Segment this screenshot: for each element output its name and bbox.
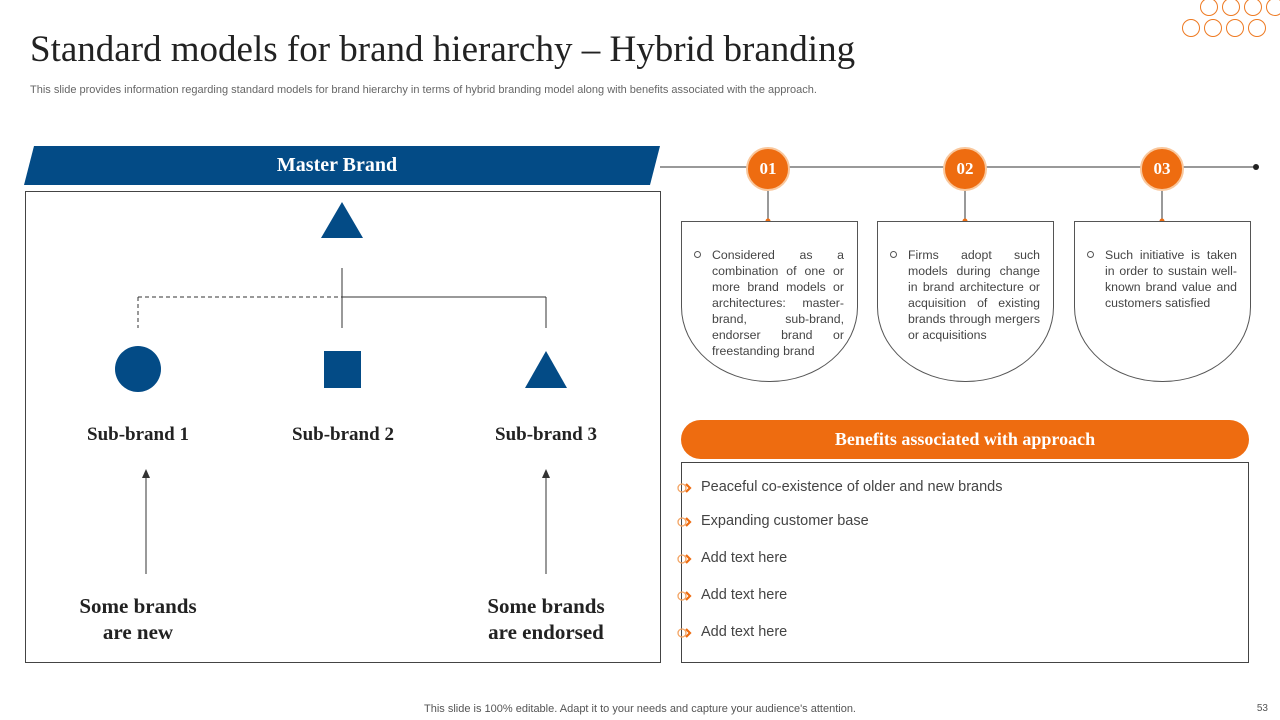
sub-brand-2-label: Sub-brand 2	[292, 424, 394, 445]
step-01-text: Considered as a combination of one or mo…	[712, 248, 844, 358]
note-line: Some brands	[79, 594, 197, 618]
chevron-right-icon	[677, 517, 692, 527]
note-endorsed-brands: Some brands are endorsed	[451, 593, 641, 645]
step-03-text: Such initiative is taken in order to sus…	[1105, 248, 1237, 310]
slide-subtitle: This slide provides information regardin…	[30, 84, 817, 96]
master-brand-triangle-icon	[321, 202, 363, 238]
note-line: are endorsed	[488, 620, 604, 644]
chevron-right-icon	[677, 628, 692, 638]
step-03-badge: 03	[1140, 147, 1184, 191]
step-01-badge: 01	[746, 147, 790, 191]
sub-brand-3-label: Sub-brand 3	[495, 424, 597, 445]
chevron-right-icon	[677, 591, 692, 601]
sub-brand-1-label: Sub-brand 1	[87, 424, 189, 445]
step-03-card: Such initiative is taken in order to sus…	[1074, 221, 1251, 382]
note-line: Some brands	[487, 594, 605, 618]
bullet-circle-icon	[1087, 251, 1094, 258]
step-02-badge: 02	[943, 147, 987, 191]
step-02-text: Firms adopt such models during change in…	[908, 248, 1040, 342]
arrow-up-icon	[542, 469, 550, 478]
benefit-text: Add text here	[701, 624, 788, 640]
slide-title: Standard models for brand hierarchy – Hy…	[30, 29, 856, 70]
sub-brand-1-circle-icon	[115, 346, 161, 392]
step-02-card: Firms adopt such models during change in…	[877, 221, 1054, 382]
bullet-circle-icon	[890, 251, 897, 258]
decorative-circles-icon	[1178, 0, 1280, 40]
chevron-right-icon	[677, 554, 692, 564]
hierarchy-panel	[25, 191, 661, 663]
bullet-circle-icon	[694, 251, 701, 258]
master-brand-banner: Master Brand	[24, 146, 660, 185]
benefit-text: Expanding customer base	[701, 513, 869, 529]
arrow-up-icon	[142, 469, 150, 478]
benefits-heading: Benefits associated with approach	[681, 420, 1249, 459]
step-01-card: Considered as a combination of one or mo…	[681, 221, 858, 382]
benefit-text: Add text here	[701, 587, 788, 603]
benefit-text: Add text here	[701, 550, 788, 566]
page-number: 53	[1256, 703, 1268, 714]
sub-brand-3-triangle-icon	[525, 351, 567, 388]
master-brand-label: Master Brand	[276, 154, 398, 176]
note-line: are new	[102, 620, 174, 644]
note-new-brands: Some brands are new	[43, 593, 233, 645]
sub-brand-2-square-icon	[324, 351, 361, 388]
benefit-text: Peaceful co-existence of older and new b…	[701, 479, 1003, 495]
chevron-right-icon	[677, 483, 692, 493]
footer-note: This slide is 100% editable. Adapt it to…	[424, 703, 856, 715]
